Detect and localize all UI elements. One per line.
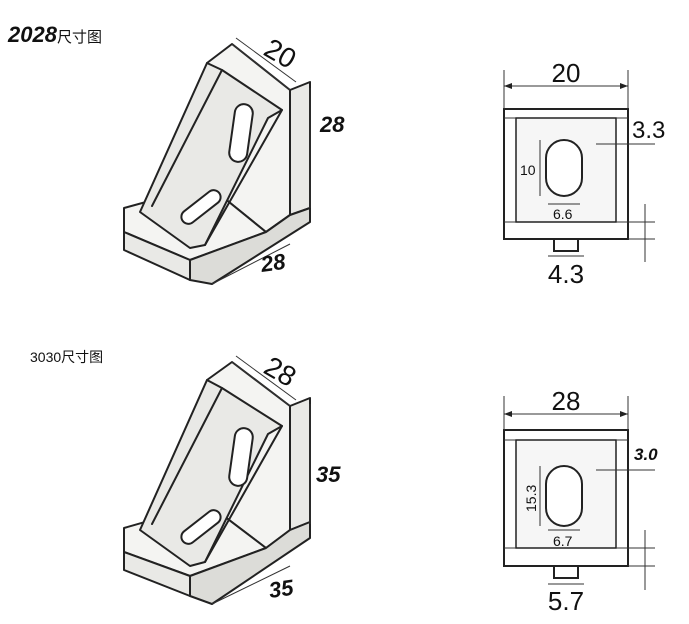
front-side-label: 3.3 (632, 117, 665, 144)
dim-arrow (620, 83, 628, 89)
iso-bottom-label: 35 (267, 575, 295, 603)
dim-line (211, 565, 291, 605)
base-slot (180, 189, 222, 225)
front-width-label: 28 (552, 386, 581, 416)
iso-top-label: 20 (259, 32, 301, 74)
front-slot (545, 139, 583, 197)
gusset-rib (139, 379, 283, 567)
front-slot-height-label: 15.3 (523, 485, 539, 512)
front-side-label: 3.0 (634, 445, 658, 464)
vertical-slot (228, 427, 254, 487)
dim-line (235, 355, 297, 401)
dim-line (211, 243, 291, 285)
front-base-tab (553, 238, 579, 252)
vertical-plate-edge (289, 397, 311, 531)
dim-line (235, 37, 297, 83)
front-slot (545, 465, 583, 527)
section-3030: 3030尺寸图 28 35 35 (30, 349, 658, 616)
section-2028: 2028尺寸图 20 28 28 (7, 22, 665, 289)
isometric-bracket-view: 28 35 35 (123, 350, 341, 605)
rib-line (204, 109, 283, 246)
vertical-plate-edge (289, 81, 311, 216)
vertical-slot (228, 103, 254, 163)
front-slot-height-label: 10 (520, 162, 536, 178)
front-base-tab (553, 565, 579, 579)
iso-right-label: 28 (319, 112, 345, 137)
dim-line (231, 361, 291, 407)
base-plate-side-edge (189, 521, 311, 605)
dim-arrow (504, 411, 512, 417)
front-base-label: 5.7 (548, 586, 584, 616)
isometric-bracket-view: 20 28 28 (123, 32, 345, 285)
front-view: 20 3.3 10 6.6 4.3 (503, 58, 665, 289)
dim-arrow (620, 411, 628, 417)
front-slot-width-label: 6.7 (553, 533, 573, 549)
front-base-label: 4.3 (548, 259, 584, 289)
front-width-label: 20 (552, 58, 581, 88)
section-title: 2028尺寸图 (7, 22, 102, 47)
base-plate-side-edge (189, 207, 311, 285)
front-view: 28 3.0 15.3 6.7 5.7 (503, 386, 658, 616)
section-title-bold: 2028 (7, 22, 58, 47)
section-title-suffix: 尺寸图 (57, 29, 102, 46)
iso-bottom-label: 28 (258, 249, 287, 277)
iso-right-label: 35 (316, 462, 341, 487)
dim-line (231, 43, 291, 91)
section-title: 3030尺寸图 (30, 349, 103, 365)
rib-line (151, 69, 223, 207)
base-slot (180, 509, 222, 545)
front-slot-width-label: 6.6 (553, 206, 573, 222)
dim-arrow (504, 83, 512, 89)
rib-line (204, 425, 283, 563)
rib-line (151, 387, 223, 525)
